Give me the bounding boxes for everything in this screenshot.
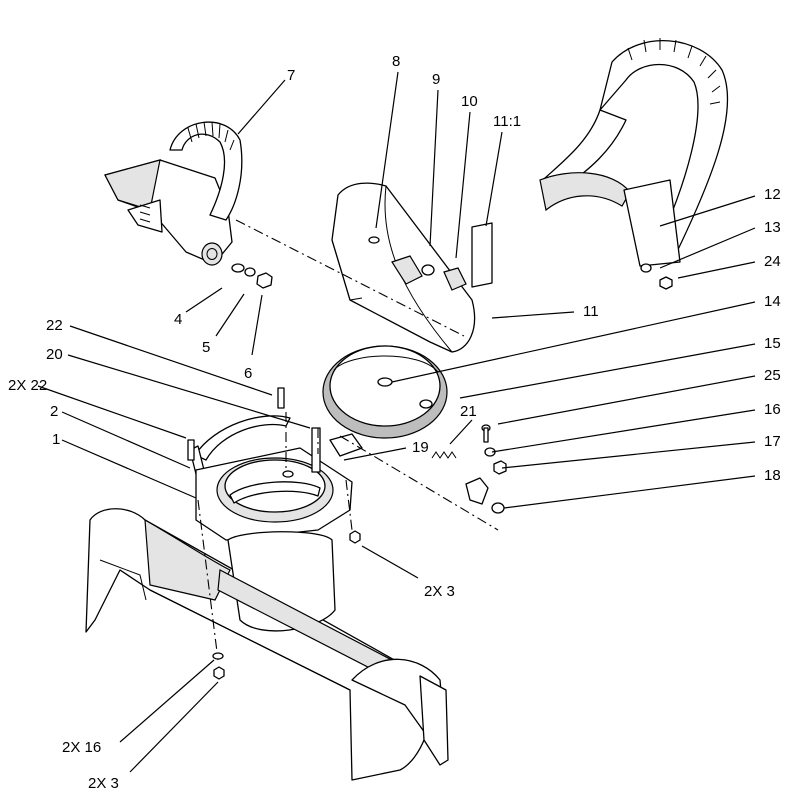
leader-lines: [37, 71, 756, 773]
callout-2x22: 2X 22: [8, 377, 47, 394]
callout-24: 24: [764, 253, 781, 270]
spring-latch: [431, 424, 507, 514]
auger-housing: [85, 508, 449, 781]
callout-22: 22: [46, 317, 63, 334]
callout-6: 6: [244, 365, 252, 382]
callout-10: 10: [461, 93, 478, 110]
callout-labels: 7 8 9 10 11:1 12 13 24 4 5 6 11 14 22 15…: [8, 53, 781, 792]
handle-assembly: [539, 38, 729, 290]
callout-20: 20: [46, 346, 63, 363]
callout-14: 14: [764, 293, 781, 310]
callout-11-1: 11:1: [493, 113, 521, 130]
callout-21: 21: [460, 403, 477, 420]
chute-mount-plate: [195, 427, 363, 541]
callout-15: 15: [764, 335, 781, 352]
callout-16: 16: [764, 401, 781, 418]
callout-11: 11: [583, 303, 599, 320]
chute-deflector-assembly: [104, 121, 273, 289]
chute-ring: [322, 345, 448, 439]
callout-8: 8: [392, 53, 400, 70]
chute-clamp-bracket: [187, 387, 291, 475]
callout-2: 2: [50, 403, 58, 420]
upper-chute: [331, 182, 493, 353]
callout-18: 18: [764, 467, 781, 484]
callout-1: 1: [52, 431, 60, 448]
callout-12: 12: [764, 186, 781, 203]
alignment-lines: [197, 219, 499, 661]
callout-19: 19: [412, 439, 429, 456]
callout-25: 25: [764, 367, 781, 384]
callout-2x3-upper: 2X 3: [424, 583, 455, 600]
hardware-bottom: [212, 530, 361, 680]
callout-5: 5: [202, 339, 210, 356]
callout-13: 13: [764, 219, 781, 236]
callout-4: 4: [174, 311, 182, 328]
callout-2x3-lower: 2X 3: [88, 775, 119, 792]
callout-2x16: 2X 16: [62, 739, 101, 756]
callout-9: 9: [432, 71, 440, 88]
callout-17: 17: [764, 433, 781, 450]
callout-7: 7: [287, 67, 295, 84]
